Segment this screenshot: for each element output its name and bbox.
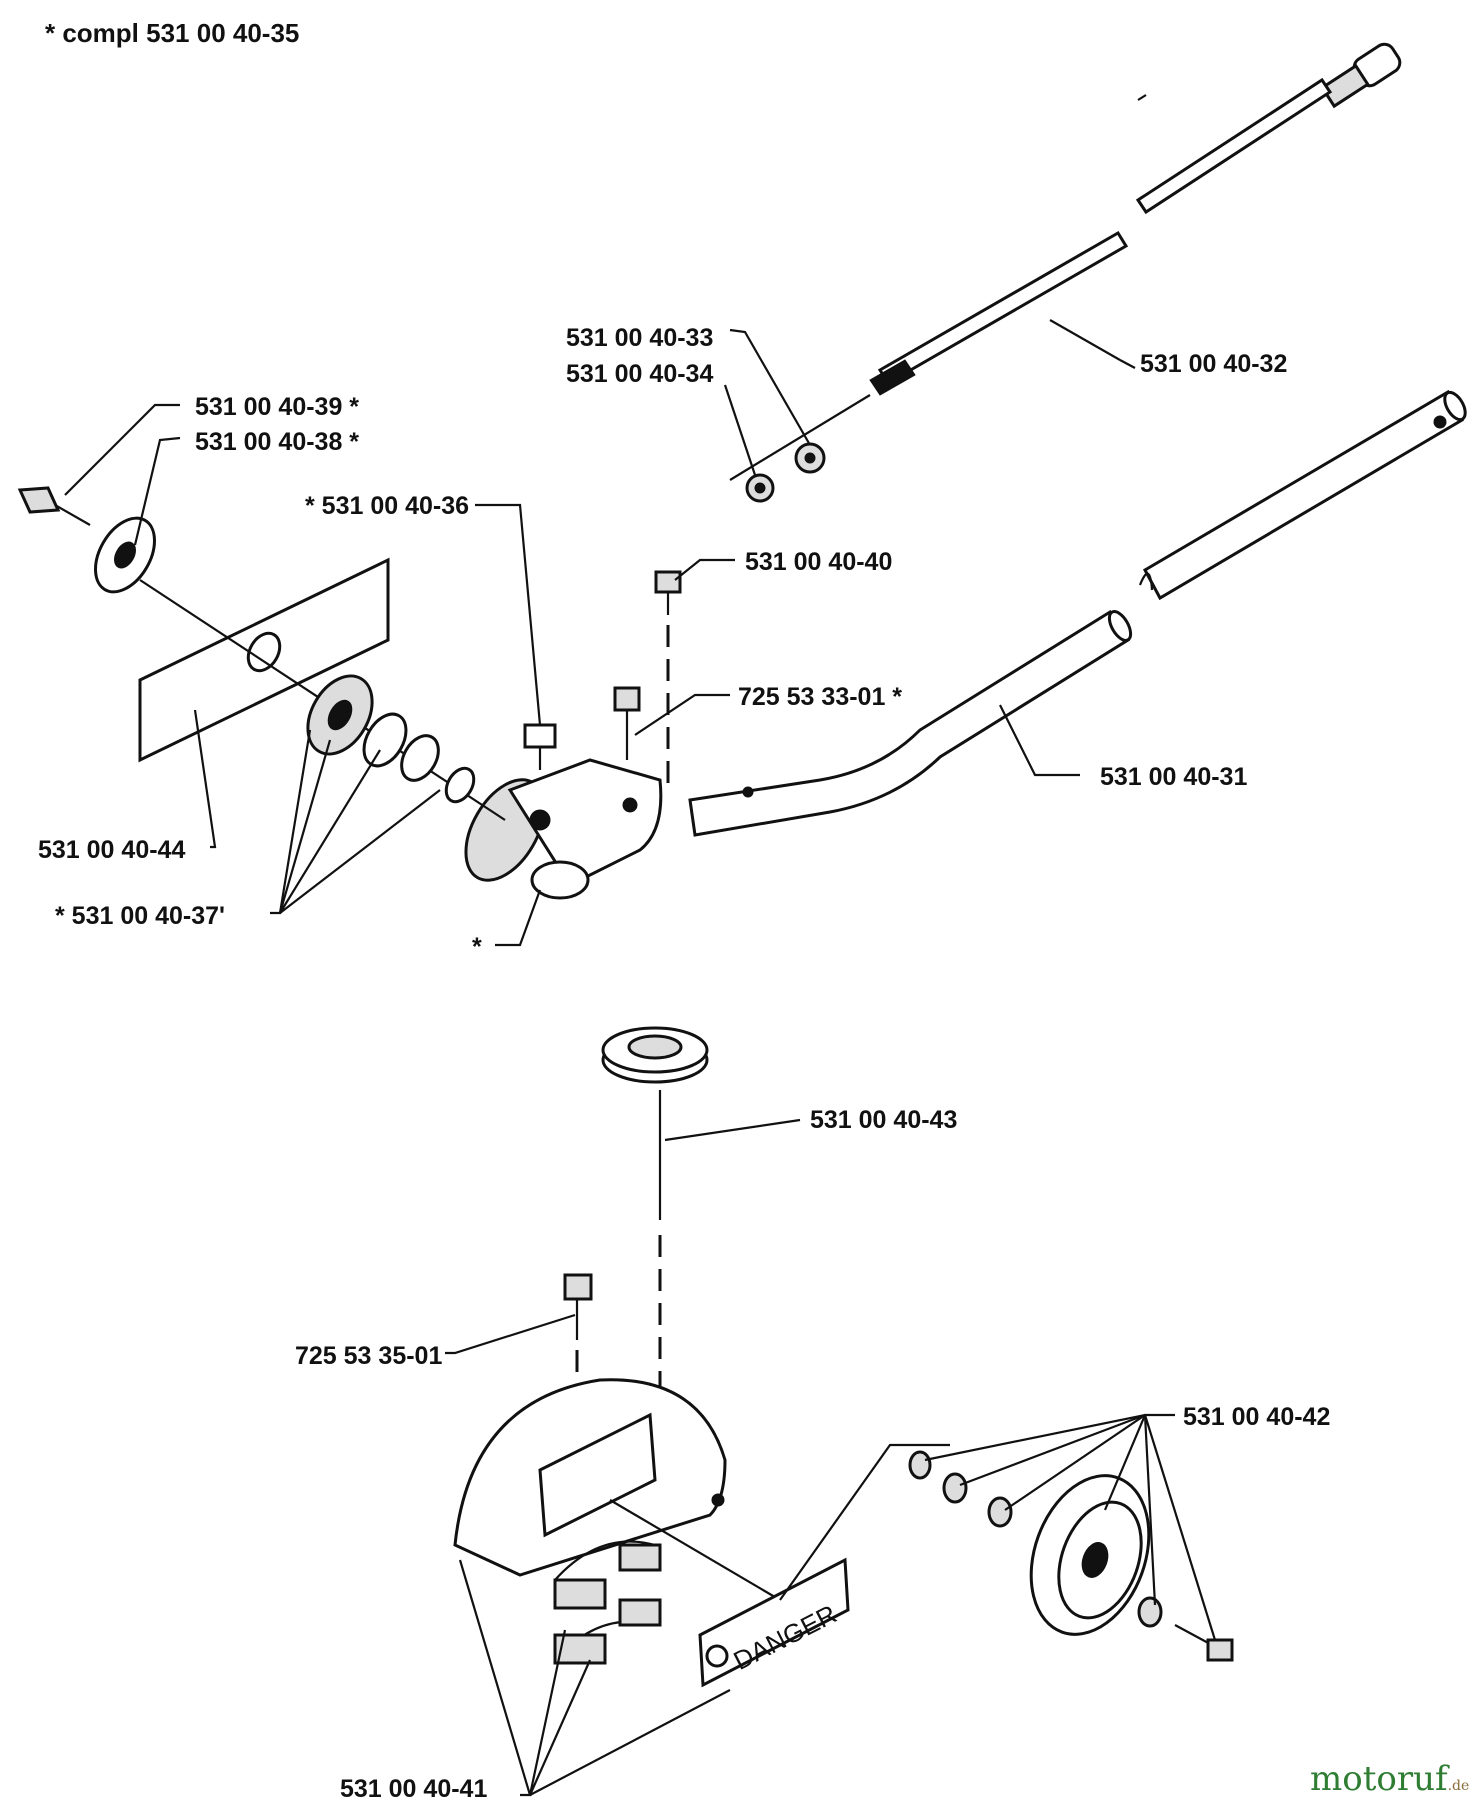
knob-43 [601,1026,709,1420]
blade-guard [453,1378,781,1665]
header-note: * compl 531 00 40-35 [45,18,299,48]
washer-38 [94,516,156,594]
label-725-53-35-01: 725 53 35-01 [295,1342,442,1370]
screw-40 [654,570,682,790]
screw-7255333 [613,686,641,760]
label-531-00-40-42: 531 00 40-42 [1183,1403,1330,1431]
label-531-00-40-36: * 531 00 40-36 [305,492,469,520]
label-531-00-40-44: 531 00 40-44 [38,836,185,864]
screw-36 [523,723,557,770]
label-531-00-40-34: 531 00 40-34 [566,360,713,388]
label-531-00-40-39: 531 00 40-39 * [195,393,359,421]
bearing-37 [306,674,476,804]
label-725-53-33-01: 725 53 33-01 * [738,683,902,711]
label-531-00-40-38: 531 00 40-38 * [195,428,359,456]
label-star: * [472,933,482,961]
label-531-00-40-40: 531 00 40-40 [745,548,892,576]
label-531-00-40-37: * 531 00 40-37' [55,902,225,930]
watermark-brand: motoruf [1310,1759,1450,1799]
nut-34 [745,473,775,503]
nut-33 [794,442,826,474]
outer-tube [688,389,1467,837]
label-531-00-40-32: 531 00 40-32 [1140,350,1287,378]
watermark: motoruf.de [1310,1759,1469,1799]
label-531-00-40-33: 531 00 40-33 [566,324,713,352]
label-531-00-40-43: 531 00 40-43 [810,1106,957,1134]
screw-7255335 [563,1273,593,1550]
watermark-tld: .de [1448,1778,1470,1794]
label-531-00-40-41: 531 00 40-41 [340,1775,487,1800]
danger-plate: DANGER [698,1557,850,1688]
drive-shaft [729,42,1402,481]
wheel-42 [908,1450,1234,1662]
label-531-00-40-31: 531 00 40-31 [1100,763,1247,791]
gear-head [464,758,663,900]
blade-44 [138,557,390,763]
leader-lines [64,328,1217,1797]
bolt-39 [17,486,91,526]
